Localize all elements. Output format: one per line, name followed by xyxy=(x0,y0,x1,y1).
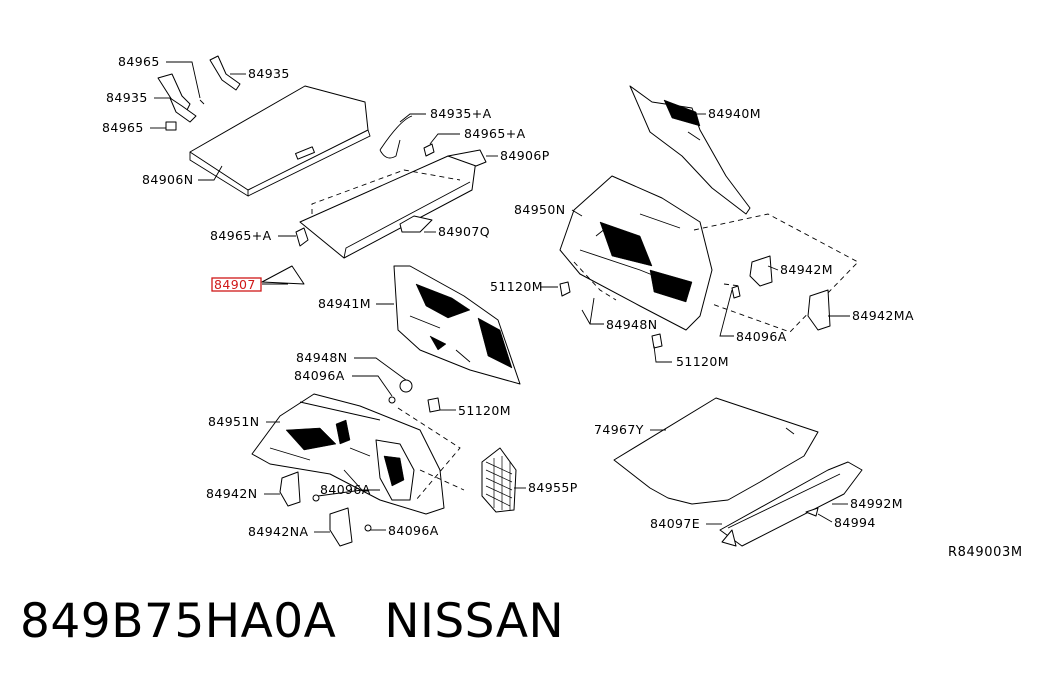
label-84965-left: 84965 xyxy=(102,120,144,135)
label-84950N: 84950N xyxy=(514,202,566,217)
label-84096A-left3: 84096A xyxy=(388,523,439,538)
label-84096A-left1: 84096A xyxy=(294,368,345,383)
sill-plate-84992M xyxy=(719,461,863,547)
label-84965A-mid: 84965+A xyxy=(210,228,272,243)
label-84965-top: 84965 xyxy=(118,54,160,69)
rear-trim-84950N xyxy=(559,175,713,331)
label-84942NA: 84942NA xyxy=(248,524,309,539)
label-84906N: 84906N xyxy=(142,172,194,187)
label-84096A-right: 84096A xyxy=(736,329,787,344)
highlight-box xyxy=(211,277,262,292)
label-51120M-b: 51120M xyxy=(676,354,729,369)
label-84951N: 84951N xyxy=(208,414,260,429)
part-number: 849B75HA0A xyxy=(20,594,337,649)
label-84935-left: 84935 xyxy=(106,90,148,105)
label-84096A-left2: 84096A xyxy=(320,482,371,497)
label-84935-right: 84935 xyxy=(248,66,290,81)
label-84906P: 84906P xyxy=(500,148,550,163)
label-84097E: 84097E xyxy=(650,516,700,531)
lower-trim-84951N xyxy=(251,393,465,515)
label-84948N-right: 84948N xyxy=(606,317,658,332)
luggage-board-84906N xyxy=(189,85,371,197)
trim-piece-84907 xyxy=(261,265,305,285)
label-51120M-c: 51120M xyxy=(458,403,511,418)
label-84994: 84994 xyxy=(834,515,876,530)
label-84942M-right: 84942M xyxy=(780,262,833,277)
footer-caption: 849B75HA0A NISSAN xyxy=(20,594,564,649)
label-51120M-a: 51120M xyxy=(490,279,543,294)
part-labels: 84965 84935 84935 84965 84906N 84935+A 8… xyxy=(102,54,914,539)
brackets-right xyxy=(559,255,831,349)
label-84942MA: 84942MA xyxy=(852,308,914,323)
label-84942N: 84942N xyxy=(206,486,258,501)
exploded-view: 84965 84935 84935 84965 84906N 84935+A 8… xyxy=(102,54,1023,560)
label-84935A: 84935+A xyxy=(430,106,492,121)
label-84948N-left: 84948N xyxy=(296,350,348,365)
label-84907Q: 84907Q xyxy=(438,224,490,239)
label-74967Y: 74967Y xyxy=(594,422,644,437)
dashed-bracket-area xyxy=(693,213,859,333)
label-84992M: 84992M xyxy=(850,496,903,511)
brand-name: NISSAN xyxy=(384,594,565,649)
label-84965A-top: 84965+A xyxy=(464,126,526,141)
cargo-cover-84907Q xyxy=(295,115,487,259)
label-84940M: 84940M xyxy=(708,106,761,121)
label-84941M: 84941M xyxy=(318,296,371,311)
leader-lines xyxy=(150,61,850,533)
diagram-reference-code: R849003M xyxy=(948,545,1023,560)
small-parts-left xyxy=(279,379,441,547)
speaker-grille-84955P xyxy=(481,447,517,513)
upper-trim-84940M xyxy=(629,85,751,215)
label-84955P: 84955P xyxy=(528,480,578,495)
side-trim-84941M xyxy=(393,265,521,385)
label-84907-highlighted: 84907 xyxy=(214,277,256,292)
hinges-84965-84935 xyxy=(157,55,241,131)
floor-mat-74967Y xyxy=(613,397,819,505)
